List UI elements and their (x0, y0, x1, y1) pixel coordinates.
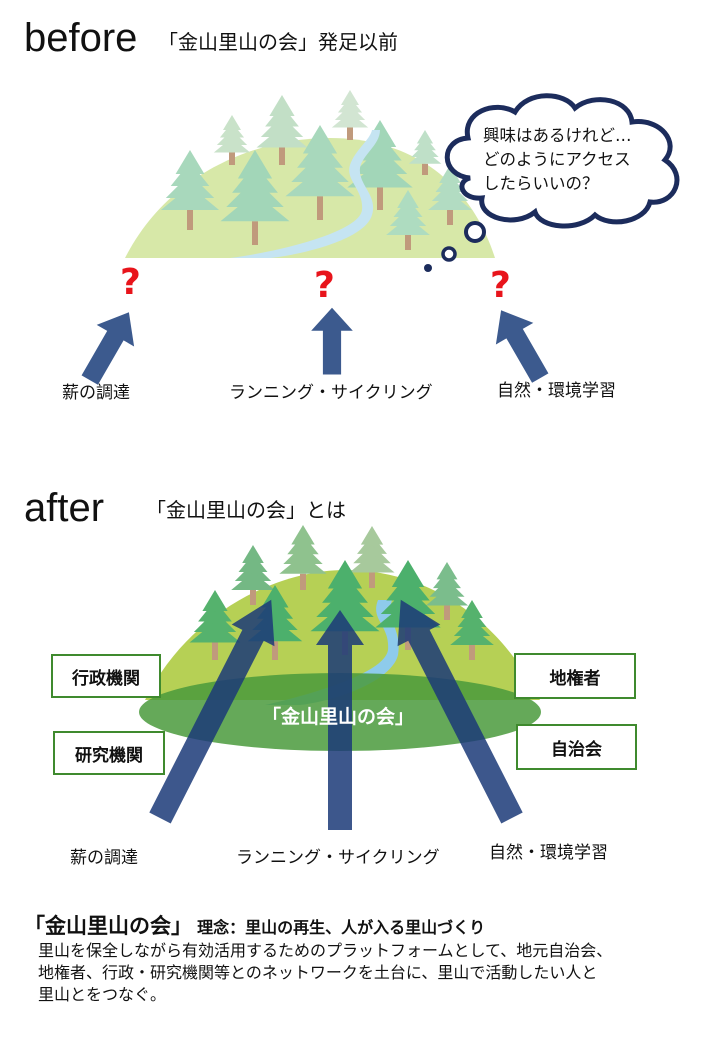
tree-icon (428, 165, 472, 225)
activity-nature: 自然・環境学習 (497, 381, 616, 401)
activity-firewood: 薪の調達 (70, 848, 138, 868)
tree-icon (279, 525, 327, 590)
summary-description: 里山を保全しながら有効活用するためのプラットフォームとして、地元自治会、 地権者… (38, 940, 612, 1006)
after-heading: after (24, 486, 105, 530)
arrow-firewood-after (149, 599, 275, 824)
thought-line: したらいいの？ (483, 174, 599, 193)
group-label: 「金山里山の会」 (262, 706, 415, 728)
thought-line: どのようにアクセス (483, 150, 631, 169)
partner-residents-association: 自治会 (516, 724, 637, 770)
partner-landowners: 地権者 (514, 653, 636, 699)
before-heading: before (24, 16, 138, 60)
partner-government: 行政機関 (51, 654, 161, 698)
arrow-running-after (316, 610, 364, 830)
description-line: 里山とをつなぐ。 (38, 985, 167, 1004)
tree-icon (285, 125, 355, 220)
thought-text: 興味はあるけれど… どのようにアクセス したらいいの？ (483, 124, 632, 196)
summary-title: 「金山里山の会」 理念：里山の再生、人が入る里山づくり (24, 910, 485, 940)
arrow-nature-after (397, 599, 523, 824)
after-forest (139, 525, 541, 830)
description-line: 地権者、行政・研究機関等とのネットワークを土台に、里山で活動したい人と (38, 963, 598, 982)
org-name: 「金山里山の会」 (24, 914, 192, 938)
tree-icon (160, 150, 220, 230)
tree-icon (331, 90, 369, 140)
after-arrows (149, 599, 523, 830)
before-forest (125, 90, 495, 258)
tree-icon (220, 150, 290, 245)
tree-icon (386, 190, 430, 250)
before-subtitle: 「金山里山の会」発足以前 (158, 30, 398, 54)
tree-icon (425, 562, 469, 620)
question-mark: ? (314, 265, 335, 306)
tree-icon (189, 590, 241, 660)
arrow-firewood-before (81, 312, 135, 385)
philosophy: 理念：里山の再生、人が入る里山づくり (197, 918, 486, 937)
description-line: 里山を保全しながら有効活用するためのプラットフォームとして、地元自治会、 (38, 941, 613, 960)
river-before (230, 130, 380, 258)
tree-icon (213, 115, 251, 165)
partner-research: 研究機関 (53, 731, 165, 775)
question-mark: ? (120, 262, 141, 303)
after-subtitle: 「金山里山の会」とは (146, 498, 346, 522)
tree-icon (347, 120, 413, 210)
activity-firewood: 薪の調達 (62, 383, 130, 403)
activity-running: ランニング・サイクリング (229, 383, 433, 403)
activity-running: ランニング・サイクリング (236, 848, 440, 868)
thought-cloud (424, 93, 680, 272)
before-arrows (81, 307, 549, 385)
arrow-running-before (311, 307, 353, 375)
activity-nature: 自然・環境学習 (489, 843, 608, 863)
tree-icon (408, 130, 442, 175)
tree-icon (256, 95, 308, 165)
tree-icon (450, 600, 494, 660)
thought-line: 興味はあるけれど… (483, 126, 632, 145)
arrow-nature-before (495, 310, 549, 383)
tree-icon (231, 545, 275, 605)
tree-icon (349, 526, 395, 588)
question-mark: ? (490, 265, 511, 306)
